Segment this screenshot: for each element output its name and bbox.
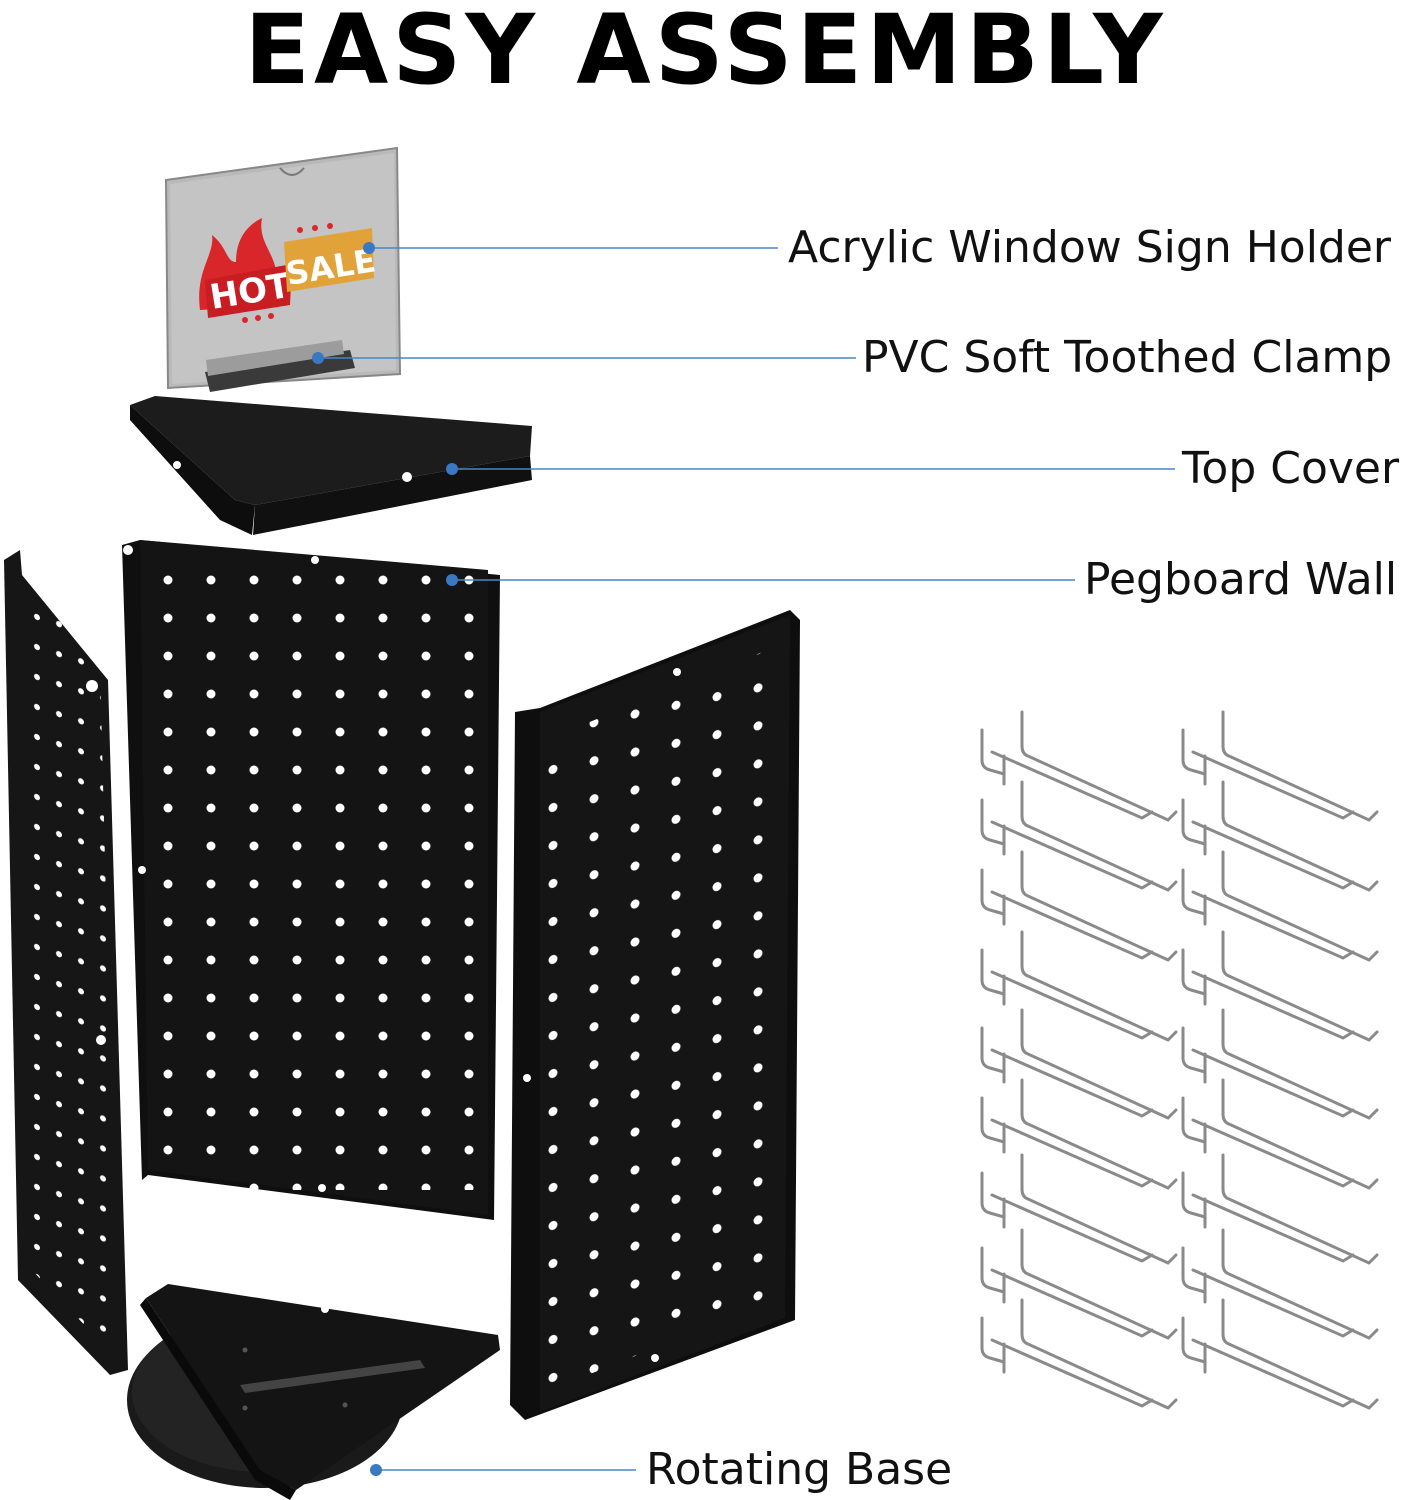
left-pegboard-panel xyxy=(4,550,128,1375)
callout-rotating-base: Rotating Base xyxy=(646,1444,953,1495)
hook-1-4 xyxy=(980,930,1178,1042)
right-pegboard-panel xyxy=(510,610,800,1420)
main-pegboard-panel xyxy=(122,540,500,1220)
hook-1-6 xyxy=(980,1078,1178,1190)
hook-2-5 xyxy=(1181,1008,1379,1120)
rotating-base xyxy=(127,1284,500,1500)
hook-1-5 xyxy=(980,1008,1178,1120)
hook-1-9 xyxy=(980,1298,1178,1410)
hook-1-8 xyxy=(980,1228,1178,1340)
hook-2-7 xyxy=(1181,1153,1379,1265)
acrylic-sign-holder: HOT SALE xyxy=(164,146,402,392)
hook-2-6 xyxy=(1181,1078,1379,1190)
callout-acrylic-sign-holder: Acrylic Window Sign Holder xyxy=(788,222,1392,273)
page-title: EASY ASSEMBLY xyxy=(244,0,1167,106)
hook-2-3 xyxy=(1181,850,1379,962)
hook-2-2 xyxy=(1181,780,1379,892)
hook-1-2 xyxy=(980,780,1178,892)
hook-1-7 xyxy=(980,1153,1178,1265)
hook-1-3 xyxy=(980,850,1178,962)
leader-lines xyxy=(312,242,1175,1476)
callout-top-cover: Top Cover xyxy=(1182,443,1400,494)
callout-pegboard-wall: Pegboard Wall xyxy=(1084,554,1398,605)
callout-pvc-clamp: PVC Soft Toothed Clamp xyxy=(862,332,1393,383)
hook-2-4 xyxy=(1181,930,1379,1042)
top-cover xyxy=(130,396,532,535)
hook-1-1 xyxy=(980,710,1178,822)
hooks-set xyxy=(980,710,1379,1410)
hook-2-9 xyxy=(1181,1298,1379,1410)
hook-2-8 xyxy=(1181,1228,1379,1340)
hook-2-1 xyxy=(1181,710,1379,822)
